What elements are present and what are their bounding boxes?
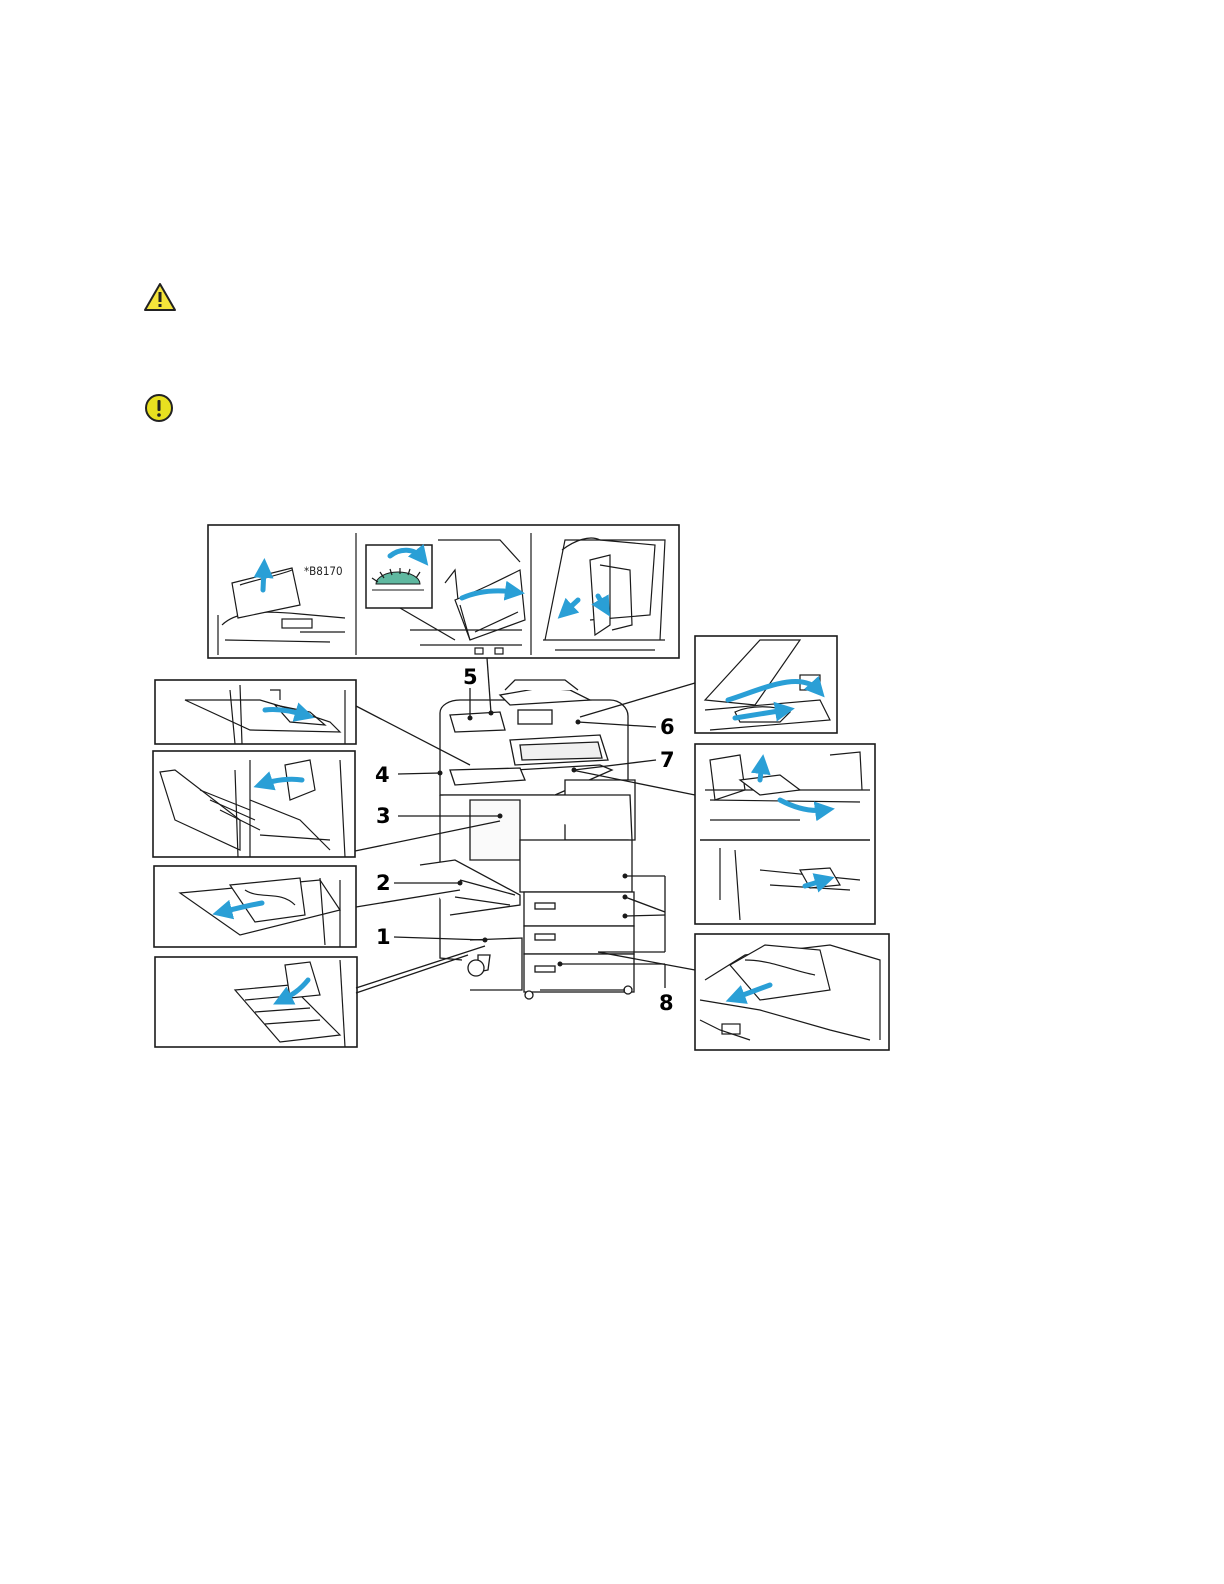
detail-panel-6 [695, 636, 837, 733]
callout-2: 2 [376, 871, 391, 895]
callout-4: 4 [375, 763, 390, 787]
callout-6: 6 [660, 715, 675, 739]
blue-arrows-document-feeder [263, 550, 605, 612]
detail-panel-document-feeder [208, 525, 679, 658]
detail-panel-1 [155, 957, 357, 1047]
callout-8: 8 [659, 991, 674, 1015]
callout-7: 7 [660, 748, 675, 772]
gear-detail [372, 568, 424, 590]
detail-panel-3 [153, 751, 355, 857]
model-note: *B8170 [304, 564, 343, 578]
callout-3: 3 [376, 804, 391, 828]
detail-panel-4 [155, 680, 356, 744]
callout-1: 1 [376, 925, 391, 949]
callout-5: 5 [463, 665, 478, 689]
detail-panel-8 [695, 934, 889, 1050]
detail-panel-7 [695, 744, 875, 924]
printer-main-body [420, 680, 635, 999]
